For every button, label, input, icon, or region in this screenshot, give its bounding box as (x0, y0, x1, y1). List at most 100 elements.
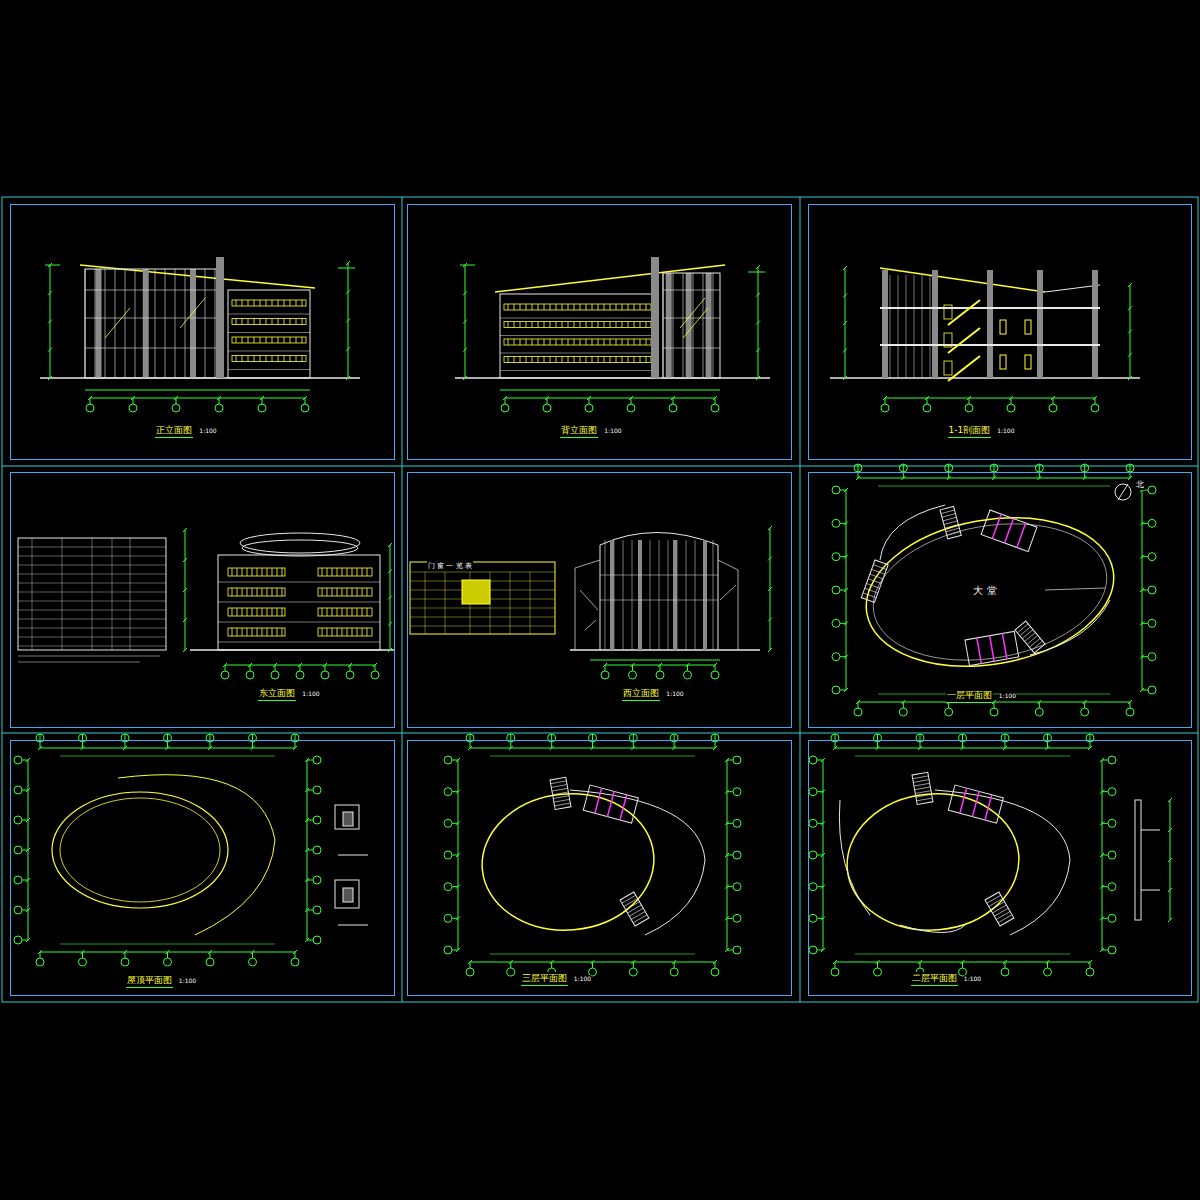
cad-line (1039, 702, 1040, 708)
cad-line (589, 398, 590, 404)
cad-line (673, 540, 677, 650)
cad-line (82, 952, 83, 958)
cad-line (242, 608, 243, 616)
axis-bubble (1108, 756, 1116, 764)
cad-rect (504, 304, 651, 310)
cad-line (267, 568, 268, 576)
cad-line (526, 322, 527, 328)
cad-line (228, 369, 310, 370)
cad-line (452, 886, 458, 887)
axis-bubble (444, 756, 452, 764)
cad-line (22, 880, 28, 881)
cad-rect (228, 290, 310, 378)
cad-line (906, 275, 907, 378)
cad-line (592, 339, 593, 345)
cad-line (592, 304, 593, 310)
cad-line (302, 300, 303, 306)
cad-line (18, 656, 160, 657)
cad-line (703, 540, 707, 650)
drawing-panel: 二层平面图1:100 (808, 740, 1192, 996)
cad-line (322, 608, 323, 616)
cad-line (520, 357, 521, 363)
cad-line (568, 304, 569, 310)
cad-line (880, 344, 1100, 346)
panel-title: 1-1剖面图1:100 (948, 424, 1015, 438)
panel-title: 东立面图1:100 (258, 687, 319, 701)
cad-line (1128, 306, 1132, 310)
axis-bubble (629, 968, 637, 976)
axis-bubble (507, 968, 515, 976)
cad-line (237, 608, 238, 616)
cad-line (508, 357, 509, 363)
drawing-panel: 东立面图1:100 (10, 472, 395, 728)
cad-line (727, 950, 733, 951)
axis-bubble (881, 404, 889, 412)
cad-line (568, 357, 569, 363)
axis-bubble (1148, 686, 1156, 694)
axis-bubble (733, 788, 741, 796)
cad-line (95, 269, 96, 378)
cad-line (640, 339, 641, 345)
cad-line (1142, 623, 1148, 624)
cad-line (920, 734, 921, 748)
cad-line (307, 940, 313, 941)
cad-line (410, 626, 555, 627)
cad-line (556, 357, 557, 363)
cad-line (32, 538, 33, 650)
cad-line (715, 665, 716, 671)
cad-line (574, 304, 575, 310)
axis-bubble (990, 708, 998, 716)
axis-bubble (899, 464, 907, 472)
panel-title: 屋顶平面图1:100 (126, 974, 196, 988)
cad-line (1168, 828, 1172, 832)
cad-line (463, 291, 467, 295)
cad-line (1128, 283, 1132, 287)
cad-rect (944, 305, 952, 319)
cad-line (322, 628, 323, 636)
cad-line (105, 308, 130, 338)
cad-line (646, 322, 647, 328)
axis-bubble (129, 404, 137, 412)
axis-bubble (990, 464, 998, 472)
axis-bubble (246, 671, 254, 679)
cad-line (275, 665, 276, 671)
plan-label: 北 (1135, 479, 1145, 490)
cad-ellipse (240, 533, 360, 553)
cad-line (22, 910, 28, 911)
cad-line (2, 733, 1198, 734)
cad-line (338, 925, 368, 926)
cad-line (586, 304, 587, 310)
axis-bubble (1148, 653, 1156, 661)
cad-line (388, 596, 392, 600)
cad-line (878, 486, 1110, 487)
cad-line (768, 618, 772, 622)
cad-line (352, 608, 353, 616)
axis-bubble (501, 404, 509, 412)
axis-bubble (809, 883, 817, 891)
cad-line (277, 608, 278, 616)
cad-line (683, 308, 708, 338)
cad-line (155, 269, 156, 378)
cad-line (367, 568, 368, 576)
cad-line (296, 300, 297, 306)
cad-line (1142, 590, 1148, 591)
cad-line (756, 376, 760, 380)
cad-line (674, 734, 675, 748)
cad-line (1092, 270, 1098, 378)
cad-line (574, 322, 575, 328)
cad-line (532, 357, 533, 363)
cad-line (616, 304, 617, 310)
cad-line (452, 950, 458, 951)
axis-bubble (313, 816, 321, 824)
cad-line (90, 398, 305, 399)
axis-bubble (733, 946, 741, 954)
drawing-title: 三层平面图 (521, 972, 568, 986)
cad-line (610, 339, 611, 345)
axis-bubble (854, 708, 862, 716)
cad-line (242, 588, 243, 596)
cad-line (257, 608, 258, 616)
cad-line (547, 398, 548, 404)
cad-line (490, 756, 695, 757)
cad-line (500, 335, 655, 336)
cad-ellipse (862, 507, 1117, 678)
